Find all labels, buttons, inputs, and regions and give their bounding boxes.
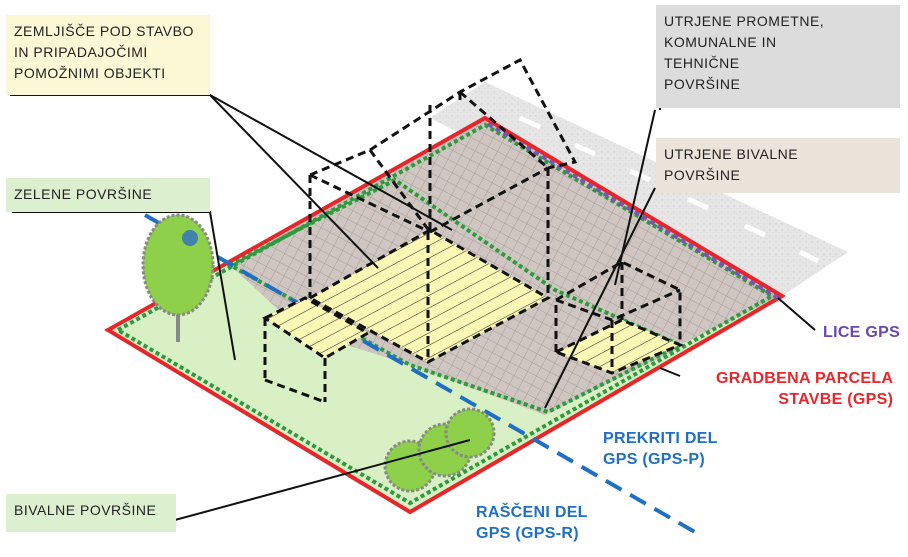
label-prekriti-del: PREKRITI DEL GPS (GPS-P) bbox=[603, 428, 718, 470]
label-bivalne: BIVALNE POVRŠINE bbox=[6, 494, 176, 532]
label-lice-gps: LICE GPS bbox=[823, 322, 900, 343]
label-zelene-text: ZELENE POVRŠINE bbox=[14, 186, 153, 202]
label-zemljisce-line-3: POMOŽNIMI OBJEKTI bbox=[14, 65, 166, 81]
parcel-border bbox=[104, 115, 786, 515]
label-lice-gps-text: LICE GPS bbox=[823, 324, 901, 341]
green-boundary-outer bbox=[113, 122, 776, 506]
label-utrjene-prometne-line-4: POVRŠINE bbox=[664, 76, 741, 92]
label-zemljisce: ZEMLJIŠČE POD STAVBO IN PRIPADAJOČIMI PO… bbox=[6, 15, 210, 95]
label-utrjene-prometne-line-1: UTRJENE PROMETNE, bbox=[664, 13, 825, 29]
label-utrjene-prometne: UTRJENE PROMETNE, KOMUNALNE IN TEHNIČNE … bbox=[656, 5, 900, 108]
label-gradbena-parcela-line-2: STAVBE (GPS) bbox=[778, 391, 894, 408]
house-wireframe bbox=[308, 57, 578, 362]
gps-division-line bbox=[144, 213, 701, 537]
label-rasceni-del-line-1: RAŠČENI DEL bbox=[476, 504, 588, 521]
label-rasceni-del: RAŠČENI DEL GPS (GPS-R) bbox=[476, 502, 588, 544]
green-boundary-inner bbox=[225, 177, 685, 415]
label-utrjene-prometne-line-3: TEHNIČNE bbox=[664, 55, 740, 71]
label-gradbena-parcela: GRADBENA PARCELA STAVBE (GPS) bbox=[716, 368, 893, 410]
shed-wireframe bbox=[554, 260, 682, 373]
label-utrjene-bivalne-line-1: UTRJENE BIVALNE bbox=[664, 146, 799, 162]
label-zelene: ZELENE POVRŠINE bbox=[6, 178, 210, 212]
label-prekriti-del-line-1: PREKRITI DEL bbox=[603, 430, 718, 447]
tree-large bbox=[141, 213, 215, 342]
label-utrjene-bivalne-line-2: POVRŠINE bbox=[664, 167, 741, 183]
label-gradbena-parcela-line-1: GRADBENA PARCELA bbox=[716, 370, 894, 387]
label-utrjene-bivalne: UTRJENE BIVALNE POVRŠINE bbox=[656, 138, 900, 193]
annex-wireframe bbox=[263, 318, 327, 404]
label-zemljisce-line-2: IN PRIPADAJOČIMI bbox=[14, 44, 148, 60]
label-prekriti-del-line-2: GPS (GPS-P) bbox=[603, 451, 705, 468]
label-zemljisce-line-1: ZEMLJIŠČE POD STAVBO bbox=[14, 23, 194, 39]
lice-gps-line bbox=[486, 122, 780, 300]
label-utrjene-prometne-line-2: KOMUNALNE IN bbox=[664, 34, 777, 50]
bush-group bbox=[383, 407, 496, 493]
label-rasceni-del-line-2: GPS (GPS-R) bbox=[476, 525, 579, 542]
road-markings bbox=[518, 115, 820, 264]
annex-footprint bbox=[262, 296, 372, 360]
house-footprint bbox=[306, 228, 552, 364]
road-strip bbox=[430, 82, 848, 296]
label-bivalne-text: BIVALNE POVRŠINE bbox=[14, 502, 157, 518]
